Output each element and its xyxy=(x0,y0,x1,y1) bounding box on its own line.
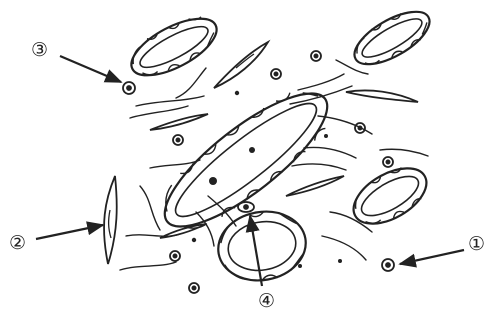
cell-a xyxy=(311,51,321,61)
vessels xyxy=(123,1,437,287)
free-cells xyxy=(123,51,394,293)
vessel-top-center xyxy=(123,7,225,86)
cell-g xyxy=(189,283,199,293)
arrow-3 xyxy=(60,56,121,82)
dark-dots xyxy=(192,91,342,268)
label-2: ② xyxy=(9,232,26,254)
cell-3 xyxy=(123,82,135,94)
arrow-1 xyxy=(400,250,464,264)
label-4: ④ xyxy=(258,290,275,312)
spindle-2 xyxy=(104,176,117,264)
vessel-bottom-center xyxy=(213,205,311,287)
vessel-top-right xyxy=(347,1,438,74)
label-3: ③ xyxy=(31,39,48,61)
spindle-center-right xyxy=(286,176,344,196)
spindle-left-mid xyxy=(150,114,208,130)
cell-4 xyxy=(238,202,254,212)
label-1: ① xyxy=(468,233,485,255)
cell-c xyxy=(173,135,183,145)
spindle-top xyxy=(214,42,268,88)
spindle-right-top xyxy=(346,90,418,102)
vessel-right xyxy=(344,157,435,235)
arrow-4 xyxy=(250,216,262,286)
cell-f xyxy=(170,251,180,261)
cell-e xyxy=(383,157,393,167)
arrow-2 xyxy=(36,225,103,239)
cell-b xyxy=(271,69,281,79)
cell-1 xyxy=(382,259,394,271)
vessel-central xyxy=(147,73,344,247)
